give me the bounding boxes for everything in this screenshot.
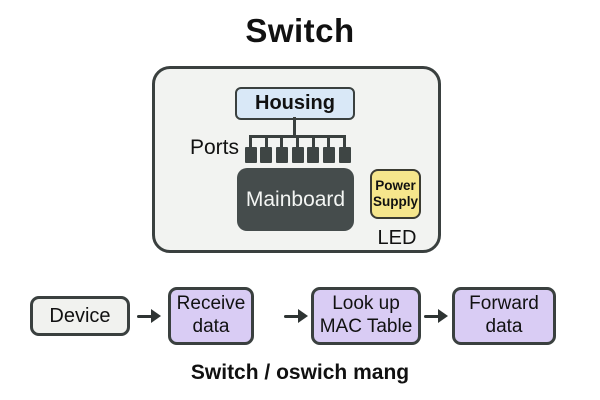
port-stub-line bbox=[264, 135, 268, 147]
flow-arrow-icon bbox=[284, 309, 308, 323]
switch-enclosure-panel: Housing Ports Mainboard Power Supply LED bbox=[152, 66, 441, 253]
flow-arrow-icon bbox=[137, 309, 161, 323]
flow-step-device: Device bbox=[30, 296, 130, 336]
port-stub-line bbox=[311, 135, 315, 147]
port-square bbox=[275, 147, 288, 163]
flow-arrow-icon bbox=[424, 309, 448, 323]
housing-box: Housing bbox=[235, 87, 355, 120]
port-stub-line bbox=[327, 135, 331, 147]
led-label: LED bbox=[377, 227, 417, 249]
ports-label: Ports bbox=[189, 136, 239, 159]
port-square bbox=[307, 147, 320, 163]
mainboard-box: Mainboard bbox=[237, 168, 354, 231]
ports-row bbox=[243, 135, 351, 167]
power-supply-box: Power Supply bbox=[370, 169, 421, 219]
flow-step-lookup-mac-table: Look up MAC Table bbox=[311, 287, 421, 345]
port-square bbox=[338, 147, 351, 163]
port-stub-line bbox=[280, 135, 284, 147]
port-stub-line bbox=[249, 135, 252, 147]
port-square bbox=[260, 147, 273, 163]
port-stub-line bbox=[296, 135, 299, 147]
caption-text: Switch / oswich mang bbox=[190, 361, 410, 384]
housing-to-ports-connector-line bbox=[293, 117, 296, 138]
port-square bbox=[322, 147, 335, 163]
port-square bbox=[244, 147, 257, 163]
port-stub-line bbox=[343, 135, 346, 147]
flow-step-receive-data: Receive data bbox=[168, 287, 254, 345]
port-square bbox=[291, 147, 304, 163]
page-title: Switch bbox=[245, 12, 355, 49]
flow-step-forward-data: Forward data bbox=[452, 287, 556, 345]
